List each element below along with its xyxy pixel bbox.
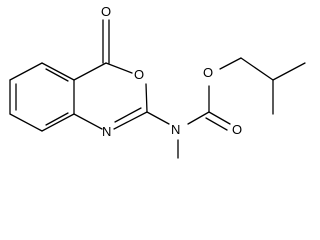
benzene-ring xyxy=(9,62,75,132)
atom-o-carbonyl-carbamate: O xyxy=(232,122,242,137)
carbamate-chain xyxy=(146,57,306,159)
chemical-structure: O O N N O O xyxy=(9,4,306,159)
atom-n-amine: N xyxy=(171,122,180,137)
atom-o-ring: O xyxy=(134,67,144,82)
oxazinone-ring xyxy=(73,62,148,130)
ring-carbonyl-bond xyxy=(102,19,110,64)
atom-o-ester: O xyxy=(203,65,213,80)
atom-n-ring: N xyxy=(102,124,111,139)
atom-o-carbonyl-ring: O xyxy=(101,4,111,19)
